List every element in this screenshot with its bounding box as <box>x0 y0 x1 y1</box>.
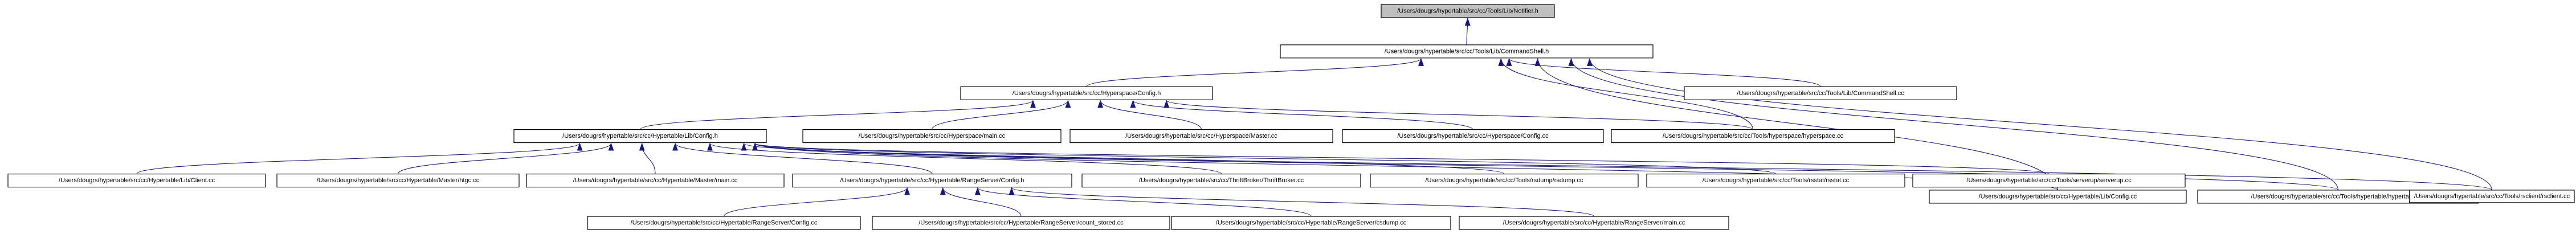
edge-ht-lib-config-h-to-hs-config-h <box>639 100 1036 130</box>
edge-ht-lib-client-to-ht-lib-config-h <box>136 142 583 175</box>
node-box[interactable] <box>526 174 785 188</box>
node-label: /Users/dougrs/hypertable/src/cc/Hypertab… <box>631 220 818 227</box>
node-rs-count-stored[interactable]: /Users/dougrs/hypertable/src/cc/Hypertab… <box>872 216 1170 230</box>
node-box[interactable] <box>513 129 767 143</box>
node-box[interactable] <box>792 174 1072 188</box>
node-box[interactable] <box>1929 190 2187 204</box>
node-label: /Users/dougrs/hypertable/src/cc/Tools/rs… <box>2414 193 2570 200</box>
edge-ht-master-main-to-ht-lib-config-h <box>639 142 656 174</box>
edge-rsdump-to-ht-lib-config-h <box>741 142 1505 175</box>
node-label: /Users/dougrs/hypertable/src/cc/ThriftBr… <box>1139 177 1304 184</box>
edge-ht-lib-config-cc-to-cmdshell-h <box>1534 58 2059 190</box>
node-box[interactable] <box>872 216 1170 230</box>
node-tools-hyperspace[interactable]: /Users/dougrs/hypertable/src/cc/Tools/hy… <box>1611 129 1895 143</box>
node-label: /Users/dougrs/hypertable/src/cc/Hyperspa… <box>1125 133 1277 139</box>
node-label: /Users/dougrs/hypertable/src/cc/Tools/rs… <box>1426 177 1583 184</box>
node-label: /Users/dougrs/hypertable/src/cc/Tools/se… <box>1966 177 2132 184</box>
edge-hs-main-to-hs-config-h <box>931 100 1071 130</box>
node-cmdshell-cc[interactable]: /Users/dougrs/hypertable/src/cc/Tools/Li… <box>1684 86 1957 100</box>
edge-ht-master-htgc-to-ht-lib-config-h <box>397 142 614 174</box>
edge-hs-config-cc-to-hs-config-h <box>1130 100 1473 130</box>
node-box[interactable] <box>1459 216 1729 230</box>
node-box[interactable] <box>1370 174 1639 188</box>
edge-rs-config-cc-to-rs-config-h <box>723 187 910 217</box>
node-hs-config-cc[interactable]: /Users/dougrs/hypertable/src/cc/Hyperspa… <box>1342 129 1604 143</box>
node-box[interactable] <box>1912 174 2186 188</box>
edge-tools-hypertable-to-ht-lib-config-h <box>752 142 2339 191</box>
node-label: /Users/dougrs/hypertable/src/cc/Tools/hy… <box>1663 133 1844 139</box>
node-thrift-broker[interactable]: /Users/dougrs/hypertable/src/cc/ThriftBr… <box>1081 174 1361 188</box>
node-label: /Users/dougrs/hypertable/src/cc/Tools/Li… <box>1737 90 1904 97</box>
edge-rs-config-h-to-ht-lib-config-h <box>672 142 933 174</box>
edge-rsstat-to-ht-lib-config-h <box>752 142 1777 175</box>
node-box[interactable] <box>1646 174 1905 188</box>
node-notifier[interactable]: /Users/dougrs/hypertable/src/cc/Tools/Li… <box>1381 4 1555 18</box>
node-ht-lib-config-h[interactable]: /Users/dougrs/hypertable/src/cc/Hypertab… <box>513 129 767 143</box>
node-box[interactable] <box>1280 44 1654 59</box>
node-rs-config-h[interactable]: /Users/dougrs/hypertable/src/cc/Hypertab… <box>792 174 1072 188</box>
node-box[interactable] <box>1069 129 1333 143</box>
node-label: /Users/dougrs/hypertable/src/cc/Hypertab… <box>562 133 718 139</box>
edge-cmdshell-h-to-notifier <box>1464 18 1471 45</box>
node-rsdump[interactable]: /Users/dougrs/hypertable/src/cc/Tools/rs… <box>1370 174 1639 188</box>
node-box[interactable] <box>1611 129 1895 143</box>
node-box[interactable] <box>1081 174 1361 188</box>
edge-thrift-broker-to-ht-lib-config-h <box>707 142 1222 175</box>
edge-rsclient-to-ht-lib-config-h <box>752 142 2492 191</box>
node-label: /Users/dougrs/hypertable/src/cc/Hypertab… <box>573 177 738 184</box>
edge-hs-master-to-hs-config-h <box>1097 100 1202 130</box>
node-rs-csdump[interactable]: /Users/dougrs/hypertable/src/cc/Hypertab… <box>1171 216 1451 230</box>
node-tools-hypertable[interactable]: /Users/dougrs/hypertable/src/cc/Tools/hy… <box>2197 190 2479 204</box>
node-label: /Users/dougrs/hypertable/src/cc/Hypertab… <box>918 220 1124 227</box>
node-rs-config-cc[interactable]: /Users/dougrs/hypertable/src/cc/Hypertab… <box>587 216 861 230</box>
node-box[interactable] <box>2409 190 2575 203</box>
edge-rs-csdump-to-rs-config-h <box>975 187 1312 217</box>
edge-rs-count-stored-to-rs-config-h <box>940 187 1022 217</box>
node-label: /Users/dougrs/hypertable/src/cc/Hypertab… <box>59 177 215 184</box>
node-box[interactable] <box>802 129 1062 143</box>
edge-tools-hyperspace-to-hs-config-h <box>1164 100 1754 130</box>
edge-rs-main-to-rs-config-h <box>1009 187 1595 217</box>
node-label: /Users/dougrs/hypertable/src/cc/Hyperspa… <box>859 133 1006 139</box>
node-ht-master-main[interactable]: /Users/dougrs/hypertable/src/cc/Hypertab… <box>526 174 785 188</box>
node-label: /Users/dougrs/hypertable/src/cc/Hypertab… <box>1979 193 2137 200</box>
node-rsclient[interactable]: /Users/dougrs/hypertable/src/cc/Tools/rs… <box>2409 190 2575 203</box>
node-hs-master[interactable]: /Users/dougrs/hypertable/src/cc/Hyperspa… <box>1069 129 1333 143</box>
node-serverup[interactable]: /Users/dougrs/hypertable/src/cc/Tools/se… <box>1912 174 2186 188</box>
node-label: /Users/dougrs/hypertable/src/cc/Hyperspa… <box>1013 90 1161 97</box>
node-box[interactable] <box>276 174 520 188</box>
node-label: /Users/dougrs/hypertable/src/cc/Tools/Li… <box>1397 8 1538 15</box>
node-box[interactable] <box>960 86 1213 100</box>
node-hs-config-h[interactable]: /Users/dougrs/hypertable/src/cc/Hyperspa… <box>960 86 1213 100</box>
node-box[interactable] <box>587 216 861 230</box>
node-label: /Users/dougrs/hypertable/src/cc/Tools/rs… <box>1703 177 1850 184</box>
node-label: /Users/dougrs/hypertable/src/cc/Hyperspa… <box>1397 133 1549 139</box>
node-box[interactable] <box>1171 216 1451 230</box>
node-cmdshell-h[interactable]: /Users/dougrs/hypertable/src/cc/Tools/Li… <box>1280 44 1654 59</box>
node-box[interactable] <box>7 174 266 188</box>
node-label: /Users/dougrs/hypertable/src/cc/Hypertab… <box>840 177 1024 184</box>
edge-serverup-to-ht-lib-config-h <box>753 142 2050 175</box>
node-label: /Users/dougrs/hypertable/src/cc/Hypertab… <box>1216 220 1407 227</box>
node-label: /Users/dougrs/hypertable/src/cc/Tools/hy… <box>2251 193 2426 200</box>
node-hs-main[interactable]: /Users/dougrs/hypertable/src/cc/Hyperspa… <box>802 129 1062 143</box>
edge-rsclient-to-cmdshell-h <box>1587 58 2492 190</box>
nodes-layer: /Users/dougrs/hypertable/src/cc/Tools/Li… <box>7 4 2575 230</box>
node-ht-master-htgc[interactable]: /Users/dougrs/hypertable/src/cc/Hypertab… <box>276 174 520 188</box>
node-box[interactable] <box>1342 129 1604 143</box>
node-ht-lib-client[interactable]: /Users/dougrs/hypertable/src/cc/Hypertab… <box>7 174 266 188</box>
node-label: /Users/dougrs/hypertable/src/cc/Hypertab… <box>1503 220 1685 227</box>
node-box[interactable] <box>1381 4 1555 18</box>
node-ht-lib-config-cc[interactable]: /Users/dougrs/hypertable/src/cc/Hypertab… <box>1929 190 2187 204</box>
node-label: /Users/dougrs/hypertable/src/cc/Hypertab… <box>317 177 480 184</box>
edge-tools-hypertable-to-cmdshell-h <box>1568 58 2339 190</box>
edge-hs-config-h-to-cmdshell-h <box>1086 58 1424 87</box>
node-label: /Users/dougrs/hypertable/src/cc/Tools/Li… <box>1385 48 1549 55</box>
node-rs-main[interactable]: /Users/dougrs/hypertable/src/cc/Hypertab… <box>1459 216 1729 230</box>
node-box[interactable] <box>1684 86 1957 100</box>
edge-cmdshell-cc-to-cmdshell-h <box>1506 58 1821 87</box>
node-rsstat[interactable]: /Users/dougrs/hypertable/src/cc/Tools/rs… <box>1646 174 1905 188</box>
